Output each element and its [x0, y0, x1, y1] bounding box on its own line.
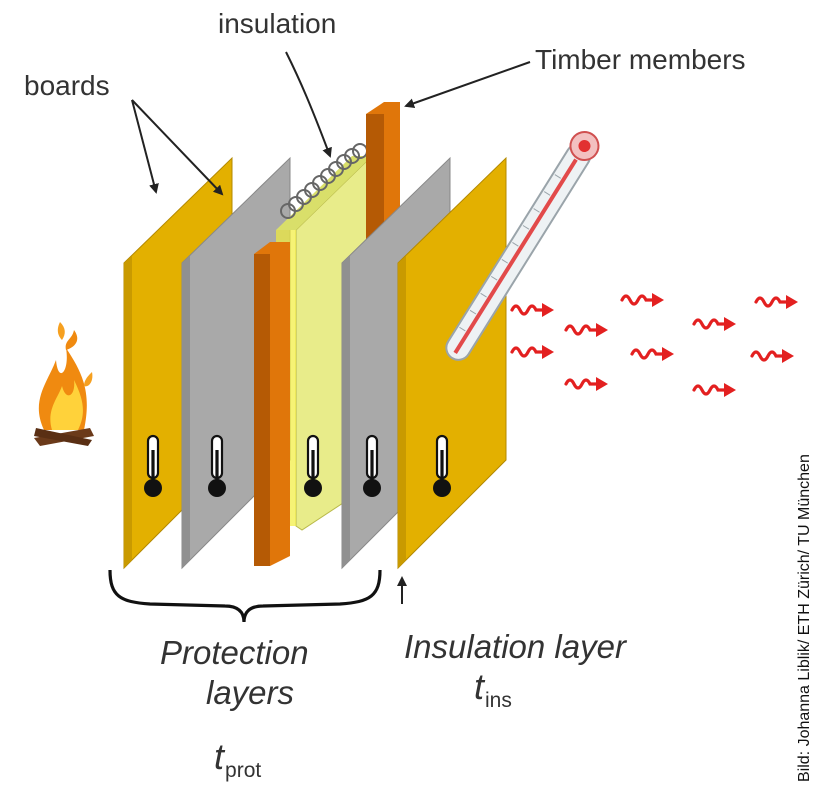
- insulation-label: insulation: [218, 8, 337, 39]
- timber-member-front: [254, 242, 290, 566]
- boards-label: boards: [24, 70, 110, 101]
- heat-wave-arrow-icon: [620, 291, 666, 309]
- heat-wave-arrow-icon: [510, 301, 556, 319]
- heat-wave-arrow-icon: [692, 315, 738, 333]
- timber-members-label: Timber members: [535, 44, 746, 75]
- protection-layers-label-line1: Protection: [160, 634, 309, 671]
- heat-wave-arrow-icon: [754, 293, 800, 311]
- t-ins-symbol: tins: [474, 666, 512, 712]
- insulation-coil-icon: [280, 143, 368, 219]
- t-prot-symbol: tprot: [214, 736, 262, 782]
- image-credit: Bild: Johanna Liblik/ ETH Zürich/ TU Mün…: [796, 454, 813, 782]
- heat-wave-arrow-icon: [692, 381, 738, 399]
- heat-radiation-arrows: [510, 291, 800, 399]
- protection-layers-label-line2: layers: [206, 674, 295, 711]
- heat-wave-arrow-icon: [630, 345, 676, 363]
- protection-layers-brace: [108, 569, 382, 623]
- annotation-arrows: [131, 51, 531, 604]
- fire-icon: [34, 322, 94, 446]
- glass-thermometer-icon: [445, 130, 600, 361]
- heat-wave-arrow-icon: [564, 375, 610, 393]
- heat-wave-arrow-icon: [510, 343, 556, 361]
- insulation-layer-label: Insulation layer: [404, 628, 626, 665]
- heat-wave-arrow-icon: [750, 347, 796, 365]
- heat-wave-arrow-icon: [564, 321, 610, 339]
- board-insulation-layer: [397, 156, 507, 570]
